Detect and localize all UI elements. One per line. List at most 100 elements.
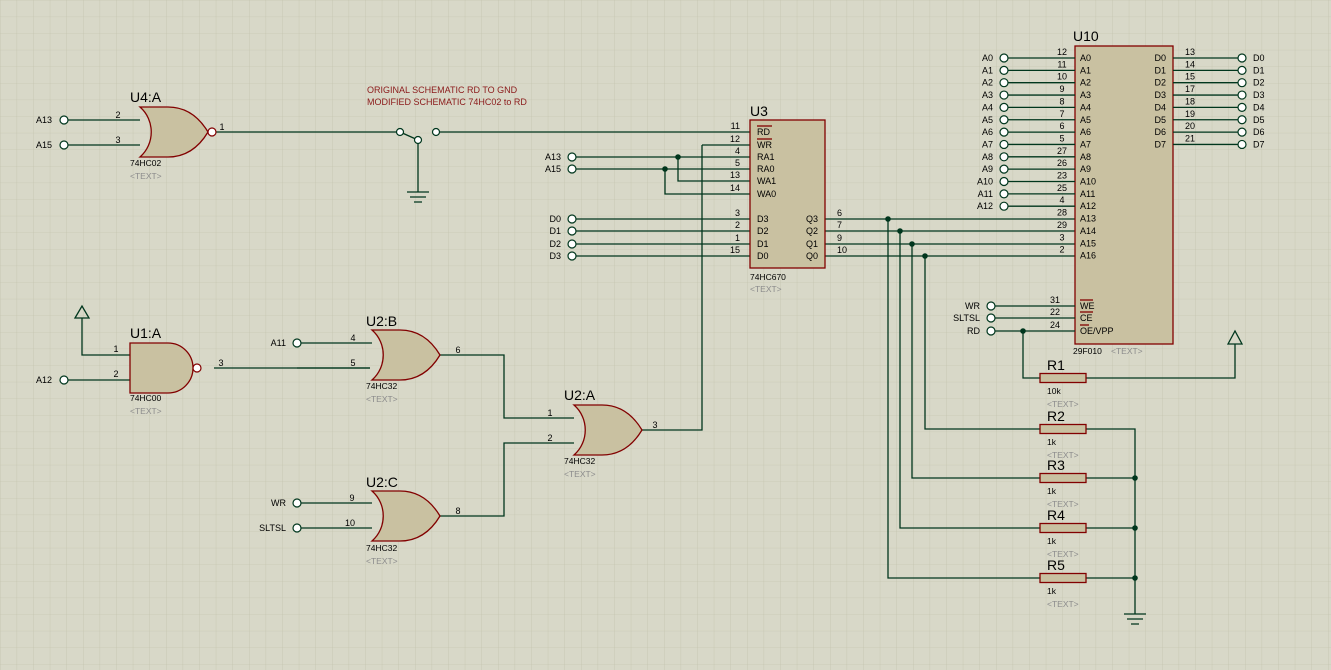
u4a-pin-num: 1 [219, 122, 224, 132]
u10-pin-num: 4 [1059, 195, 1064, 205]
u10-addr-terminal[interactable] [999, 189, 1009, 199]
u10-data-terminal[interactable] [1237, 102, 1247, 113]
u10-addr-terminal[interactable] [999, 127, 1009, 137]
u10-out-name: D6 [1154, 127, 1166, 137]
u1a-in2-terminal[interactable] [59, 375, 69, 385]
u10-pin-num: 23 [1057, 171, 1067, 181]
jumper-terminal[interactable] [395, 127, 405, 137]
u10-addr-terminal[interactable] [999, 115, 1009, 125]
resistor-value: 1k [1047, 586, 1057, 596]
u3-data-terminal[interactable] [567, 226, 577, 236]
u3-pin-num: 12 [730, 134, 740, 144]
u3-pin-name: D2 [757, 226, 769, 236]
u10-data-label: D5 [1253, 115, 1265, 125]
u10-addr-label: A9 [982, 164, 993, 174]
u3-pin-num: 2 [735, 220, 740, 230]
u2a-pin-num: 3 [652, 420, 657, 430]
u3-out-name: Q1 [806, 239, 818, 249]
u4a-in1-terminal[interactable] [59, 115, 69, 125]
u10-data-terminal[interactable] [1237, 139, 1247, 150]
u2c-in2-terminal[interactable] [292, 523, 302, 533]
junction-dot [1132, 475, 1138, 481]
u3-data-terminal[interactable] [567, 251, 577, 261]
u10-data-terminal[interactable] [1237, 78, 1247, 88]
u10-addr-label: A2 [982, 78, 993, 88]
u4a-pin-num: 2 [115, 110, 120, 120]
u10-addr-terminal[interactable] [999, 152, 1009, 162]
u10-addr-terminal[interactable] [999, 176, 1009, 187]
u10-pin-num: 29 [1057, 220, 1067, 230]
u10-data-label: D1 [1253, 65, 1265, 75]
u10-pin-name: A7 [1080, 139, 1091, 149]
u3-addr-label: A15 [545, 164, 561, 174]
u1a-gate-bubble [192, 363, 202, 373]
u2c-in1-terminal[interactable] [292, 498, 302, 508]
u10-part: 29F010 [1073, 346, 1102, 356]
junction-dot [675, 154, 681, 160]
u3-out-name: Q0 [806, 251, 818, 261]
u1a-part: 74HC00 [130, 393, 161, 403]
u10-ctrl-terminal[interactable] [986, 313, 996, 323]
u2c-ref: U2:C [366, 474, 398, 490]
schematic-note-line-2: MODIFIED SCHEMATIC 74HC02 to RD [367, 97, 527, 107]
u10-data-terminal[interactable] [1237, 115, 1247, 125]
u10-data-terminal[interactable] [1237, 127, 1247, 137]
u10-pin-name: A13 [1080, 214, 1096, 224]
resistor-body [1039, 572, 1087, 584]
u10-addr-terminal[interactable] [999, 90, 1009, 100]
jumper-terminal[interactable] [413, 135, 423, 145]
u10-data-label: D4 [1253, 102, 1265, 112]
u2c-text-placeholder: <TEXT> [366, 556, 398, 566]
u1a-gate-body [129, 342, 194, 394]
u4a-in2-terminal[interactable] [59, 140, 69, 150]
u2b-in1-terminal[interactable] [292, 338, 302, 348]
u10-body [1074, 45, 1174, 345]
u10-out-name: D7 [1154, 139, 1166, 149]
u3-addr-terminal[interactable] [567, 152, 577, 162]
u10-addr-terminal[interactable] [999, 201, 1009, 211]
u10-pin-num: 27 [1057, 146, 1067, 156]
u2c-part: 74HC32 [366, 543, 397, 553]
u10-pin-num: 12 [1057, 47, 1067, 57]
u10-ctrl-label: WR [965, 301, 980, 311]
u3-pin-num: 13 [730, 170, 740, 180]
u3-pin-name: RA1 [757, 152, 775, 162]
u3-pin-name: D3 [757, 214, 769, 224]
u3-pin-name: RD [757, 127, 770, 137]
resistor-body [1039, 423, 1087, 435]
u10-data-label: D3 [1253, 90, 1265, 100]
u10-pin-num: 24 [1050, 320, 1060, 330]
u3-data-terminal[interactable] [567, 239, 577, 249]
u10-addr-terminal[interactable] [999, 53, 1009, 63]
u3-data-terminal[interactable] [567, 214, 577, 224]
u3-pin-num: 5 [735, 158, 740, 168]
u10-ref: U10 [1073, 28, 1099, 44]
u10-addr-terminal[interactable] [999, 102, 1009, 113]
u3-part: 74HC670 [750, 272, 786, 282]
u10-addr-terminal[interactable] [999, 164, 1009, 174]
junction-dot [662, 166, 668, 172]
u10-data-terminal[interactable] [1237, 53, 1247, 63]
u2c-pin-num: 9 [349, 493, 354, 503]
jumper-terminal[interactable] [431, 127, 441, 137]
u10-addr-terminal[interactable] [999, 139, 1009, 150]
resistor-text-placeholder: <TEXT> [1047, 599, 1079, 609]
u3-addr-terminal[interactable] [567, 164, 577, 174]
u4a-gate-bubble [207, 127, 217, 137]
u10-pin-num: 6 [1059, 121, 1064, 131]
u10-addr-terminal[interactable] [999, 65, 1009, 75]
u10-data-terminal[interactable] [1237, 90, 1247, 100]
u3-pin-name: WA0 [757, 189, 776, 199]
resistor-value: 1k [1047, 437, 1057, 447]
junction-dot [1132, 525, 1138, 531]
u10-out-name: D5 [1154, 115, 1166, 125]
u10-out-num: 13 [1185, 47, 1195, 57]
resistor-text-placeholder: <TEXT> [1047, 549, 1079, 559]
u10-ctrl-terminal[interactable] [986, 301, 996, 311]
u4a-gate-body [138, 106, 209, 158]
u10-ctrl-label: RD [967, 326, 980, 336]
u10-ctrl-terminal[interactable] [986, 326, 996, 336]
u10-addr-label: A12 [977, 201, 993, 211]
u10-addr-terminal[interactable] [999, 78, 1009, 88]
u10-data-terminal[interactable] [1237, 65, 1247, 75]
